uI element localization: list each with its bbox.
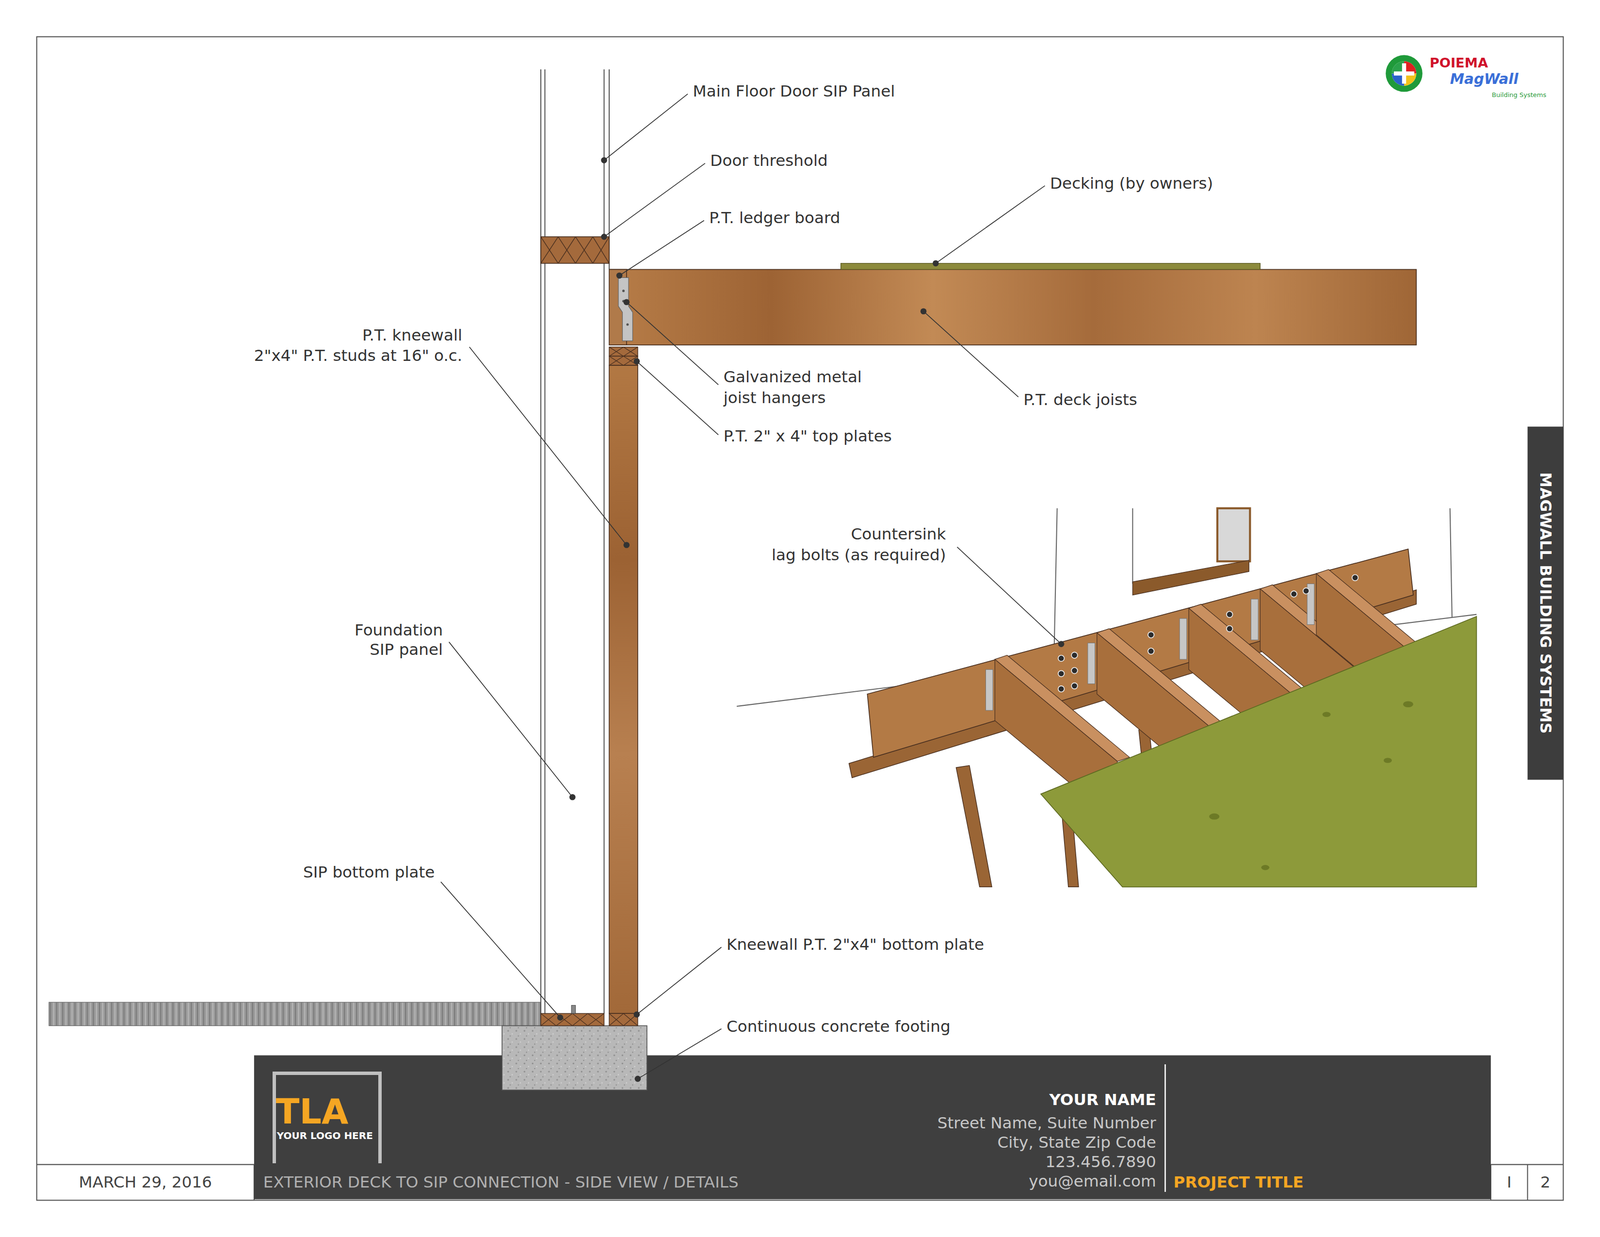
- node-text: TLA: [275, 1090, 349, 1133]
- node-text: 123.456.7890: [1045, 1152, 1157, 1172]
- callout-label: Countersink: [850, 525, 946, 545]
- callout-label: MagWall: [1450, 70, 1519, 88]
- callout-label: P.T. 2" x 4" top plates: [723, 427, 892, 447]
- callout-label: P.T. kneewall: [362, 326, 463, 346]
- date-cell: MARCH 29, 2016: [36, 1164, 255, 1201]
- callout-label: lag bolts (as required): [771, 545, 946, 565]
- node-text: YOUR LOGO HERE: [276, 1130, 373, 1142]
- node-text: you@email.com: [1028, 1172, 1156, 1192]
- node-text: YOUR NAME: [1049, 1090, 1156, 1110]
- node-text: 2: [1540, 1173, 1551, 1193]
- side-tab: MAGWALL BUILDING SYSTEMS: [1527, 426, 1564, 780]
- logo-box: TLAYOUR LOGO HERE: [272, 1071, 382, 1164]
- callout-label: Main Floor Door SIP Panel: [693, 82, 896, 102]
- node-text: EXTERIOR DECK TO SIP CONNECTION - SIDE V…: [263, 1173, 739, 1193]
- node-text: I: [1506, 1173, 1512, 1193]
- callout-label: POIEMA: [1429, 55, 1489, 72]
- callout-label: P.T. ledger board: [709, 209, 841, 228]
- callout-label: Galvanized metal: [723, 368, 862, 388]
- title-block: EXTERIOR DECK TO SIP CONNECTION - SIDE V…: [254, 1054, 1491, 1199]
- callout-label: Foundation: [354, 621, 443, 641]
- callout-label: 2"x4" P.T. studs at 16" o.c.: [254, 346, 463, 366]
- sheet-number-cell: 2: [1527, 1164, 1564, 1201]
- divider-line: [1164, 1064, 1166, 1192]
- node-text: PROJECT TITLE: [1173, 1173, 1304, 1193]
- callout-label: P.T. deck joists: [1023, 390, 1138, 410]
- callout-label: Building Systems: [1491, 91, 1547, 99]
- callout-label: Continuous concrete footing: [726, 1017, 951, 1036]
- sheet-cell: I: [1490, 1164, 1528, 1201]
- callout-label: Kneewall P.T. 2"x4" bottom plate: [726, 935, 985, 955]
- node-text: Street Name, Suite Number: [937, 1114, 1157, 1133]
- callout-label: Door threshold: [710, 151, 828, 171]
- node-text: MAGWALL BUILDING SYSTEMS: [1535, 472, 1555, 734]
- callout-label: SIP panel: [369, 640, 443, 660]
- node-text: City, State Zip Code: [997, 1133, 1156, 1153]
- callout-label: Decking (by owners): [1050, 174, 1213, 194]
- node-text: MARCH 29, 2016: [79, 1173, 212, 1193]
- callout-label: joist hangers: [723, 388, 826, 408]
- callout-label: SIP bottom plate: [303, 862, 435, 882]
